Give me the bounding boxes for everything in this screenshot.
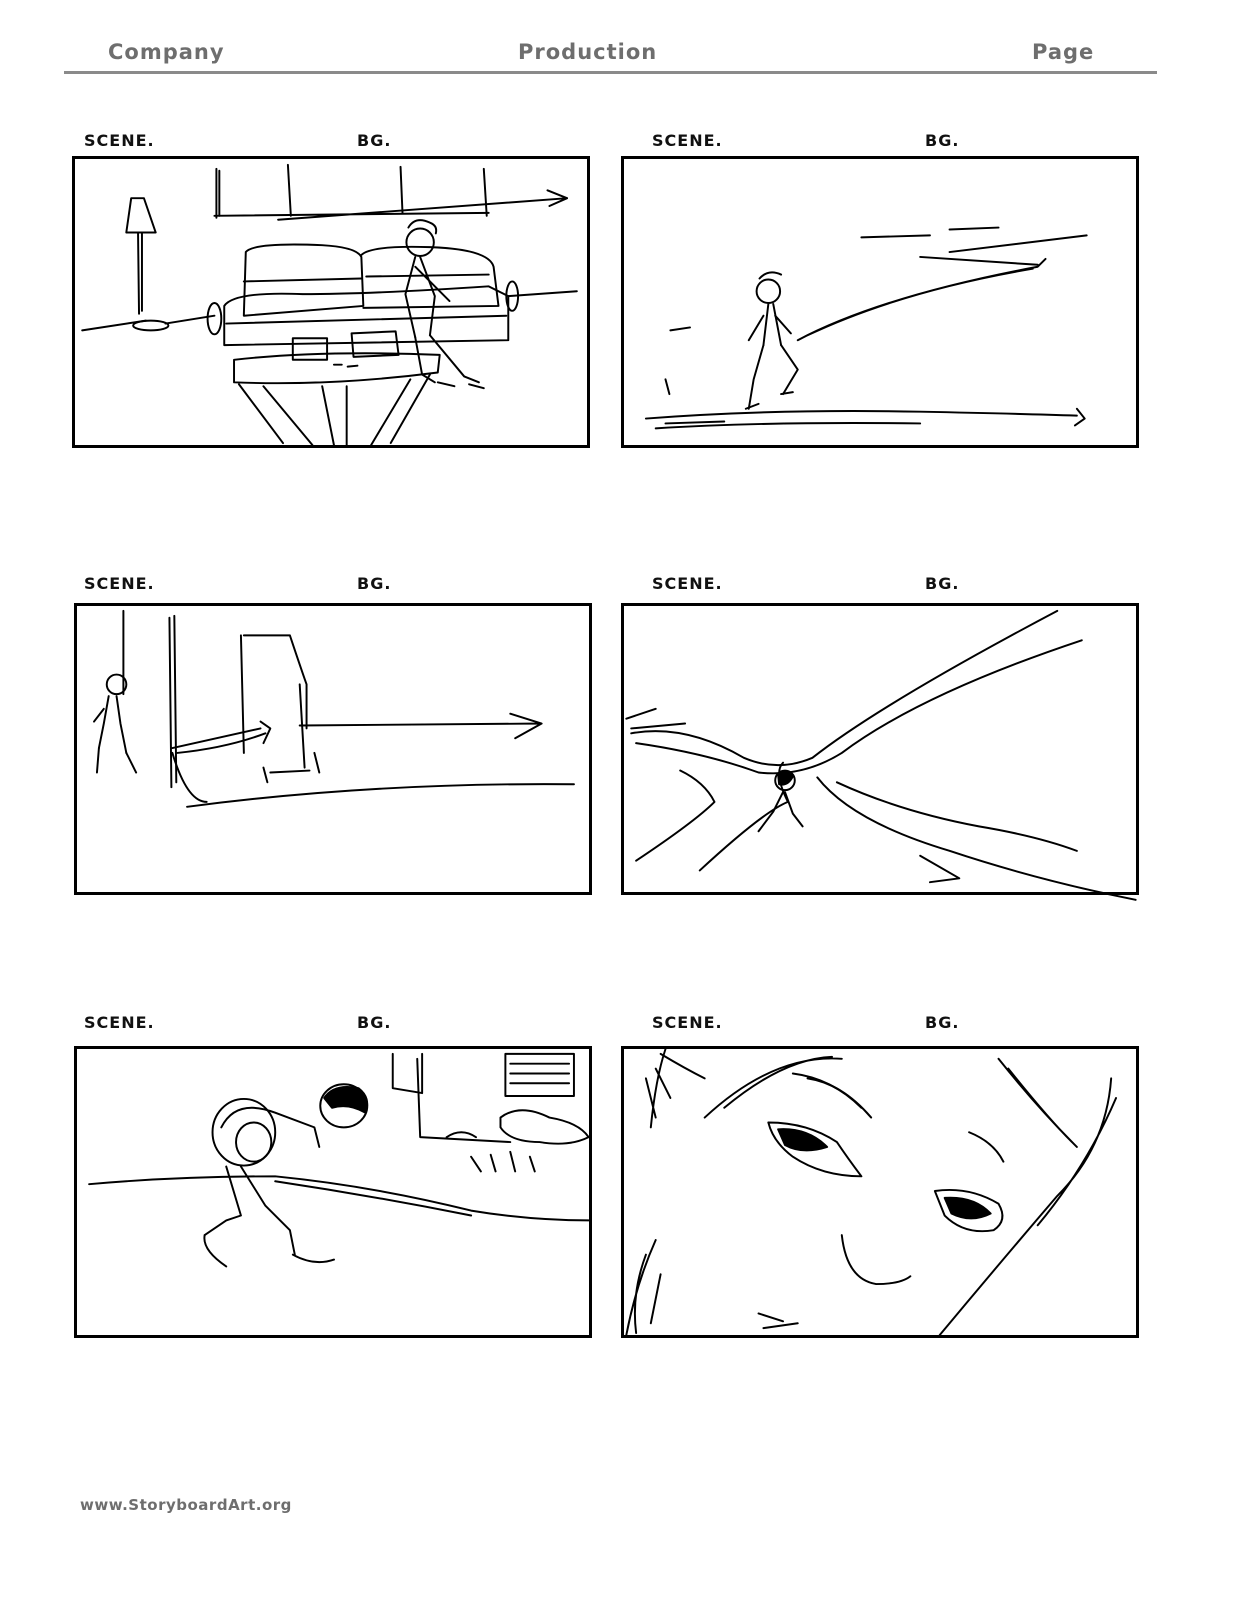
header-production: Production [518,40,658,64]
panel-5-bg-label: BG. [357,1013,392,1032]
panel-6-frame [621,1046,1139,1338]
panel-6-scene-label: SCENE. [652,1013,723,1032]
panel-4-sketch [625,609,1137,901]
panel-2-scene-label: SCENE. [652,131,723,150]
panel-3-sketch [93,609,575,808]
panel-4-scene-label: SCENE. [652,574,723,593]
panel-5-scene-label: SCENE. [84,1013,155,1032]
panel-3-frame [74,603,592,895]
panel-3-bg-label: BG. [357,574,392,593]
panel-2-bg-label: BG. [925,131,960,150]
panel-2-sketch [644,226,1088,430]
header-company: Company [108,40,225,64]
header-rule [64,71,1157,74]
panel-4-frame [621,603,1139,901]
panel-1-scene-label: SCENE. [84,131,155,150]
panel-1-sketch [81,163,578,446]
footer-url[interactable]: www.StoryboardArt.org [80,1496,292,1514]
panel-5-frame [74,1046,592,1338]
panel-6-sketch [625,1048,1118,1336]
panel-6-bg-label: BG. [925,1013,960,1032]
panel-1-frame [72,156,590,448]
panel-4-bg-label: BG. [925,574,960,593]
panel-1-bg-label: BG. [357,131,392,150]
panel-2-frame [621,156,1139,448]
panel-5-sketch [88,1052,590,1268]
panel-3-scene-label: SCENE. [84,574,155,593]
header-page: Page [1032,40,1095,64]
